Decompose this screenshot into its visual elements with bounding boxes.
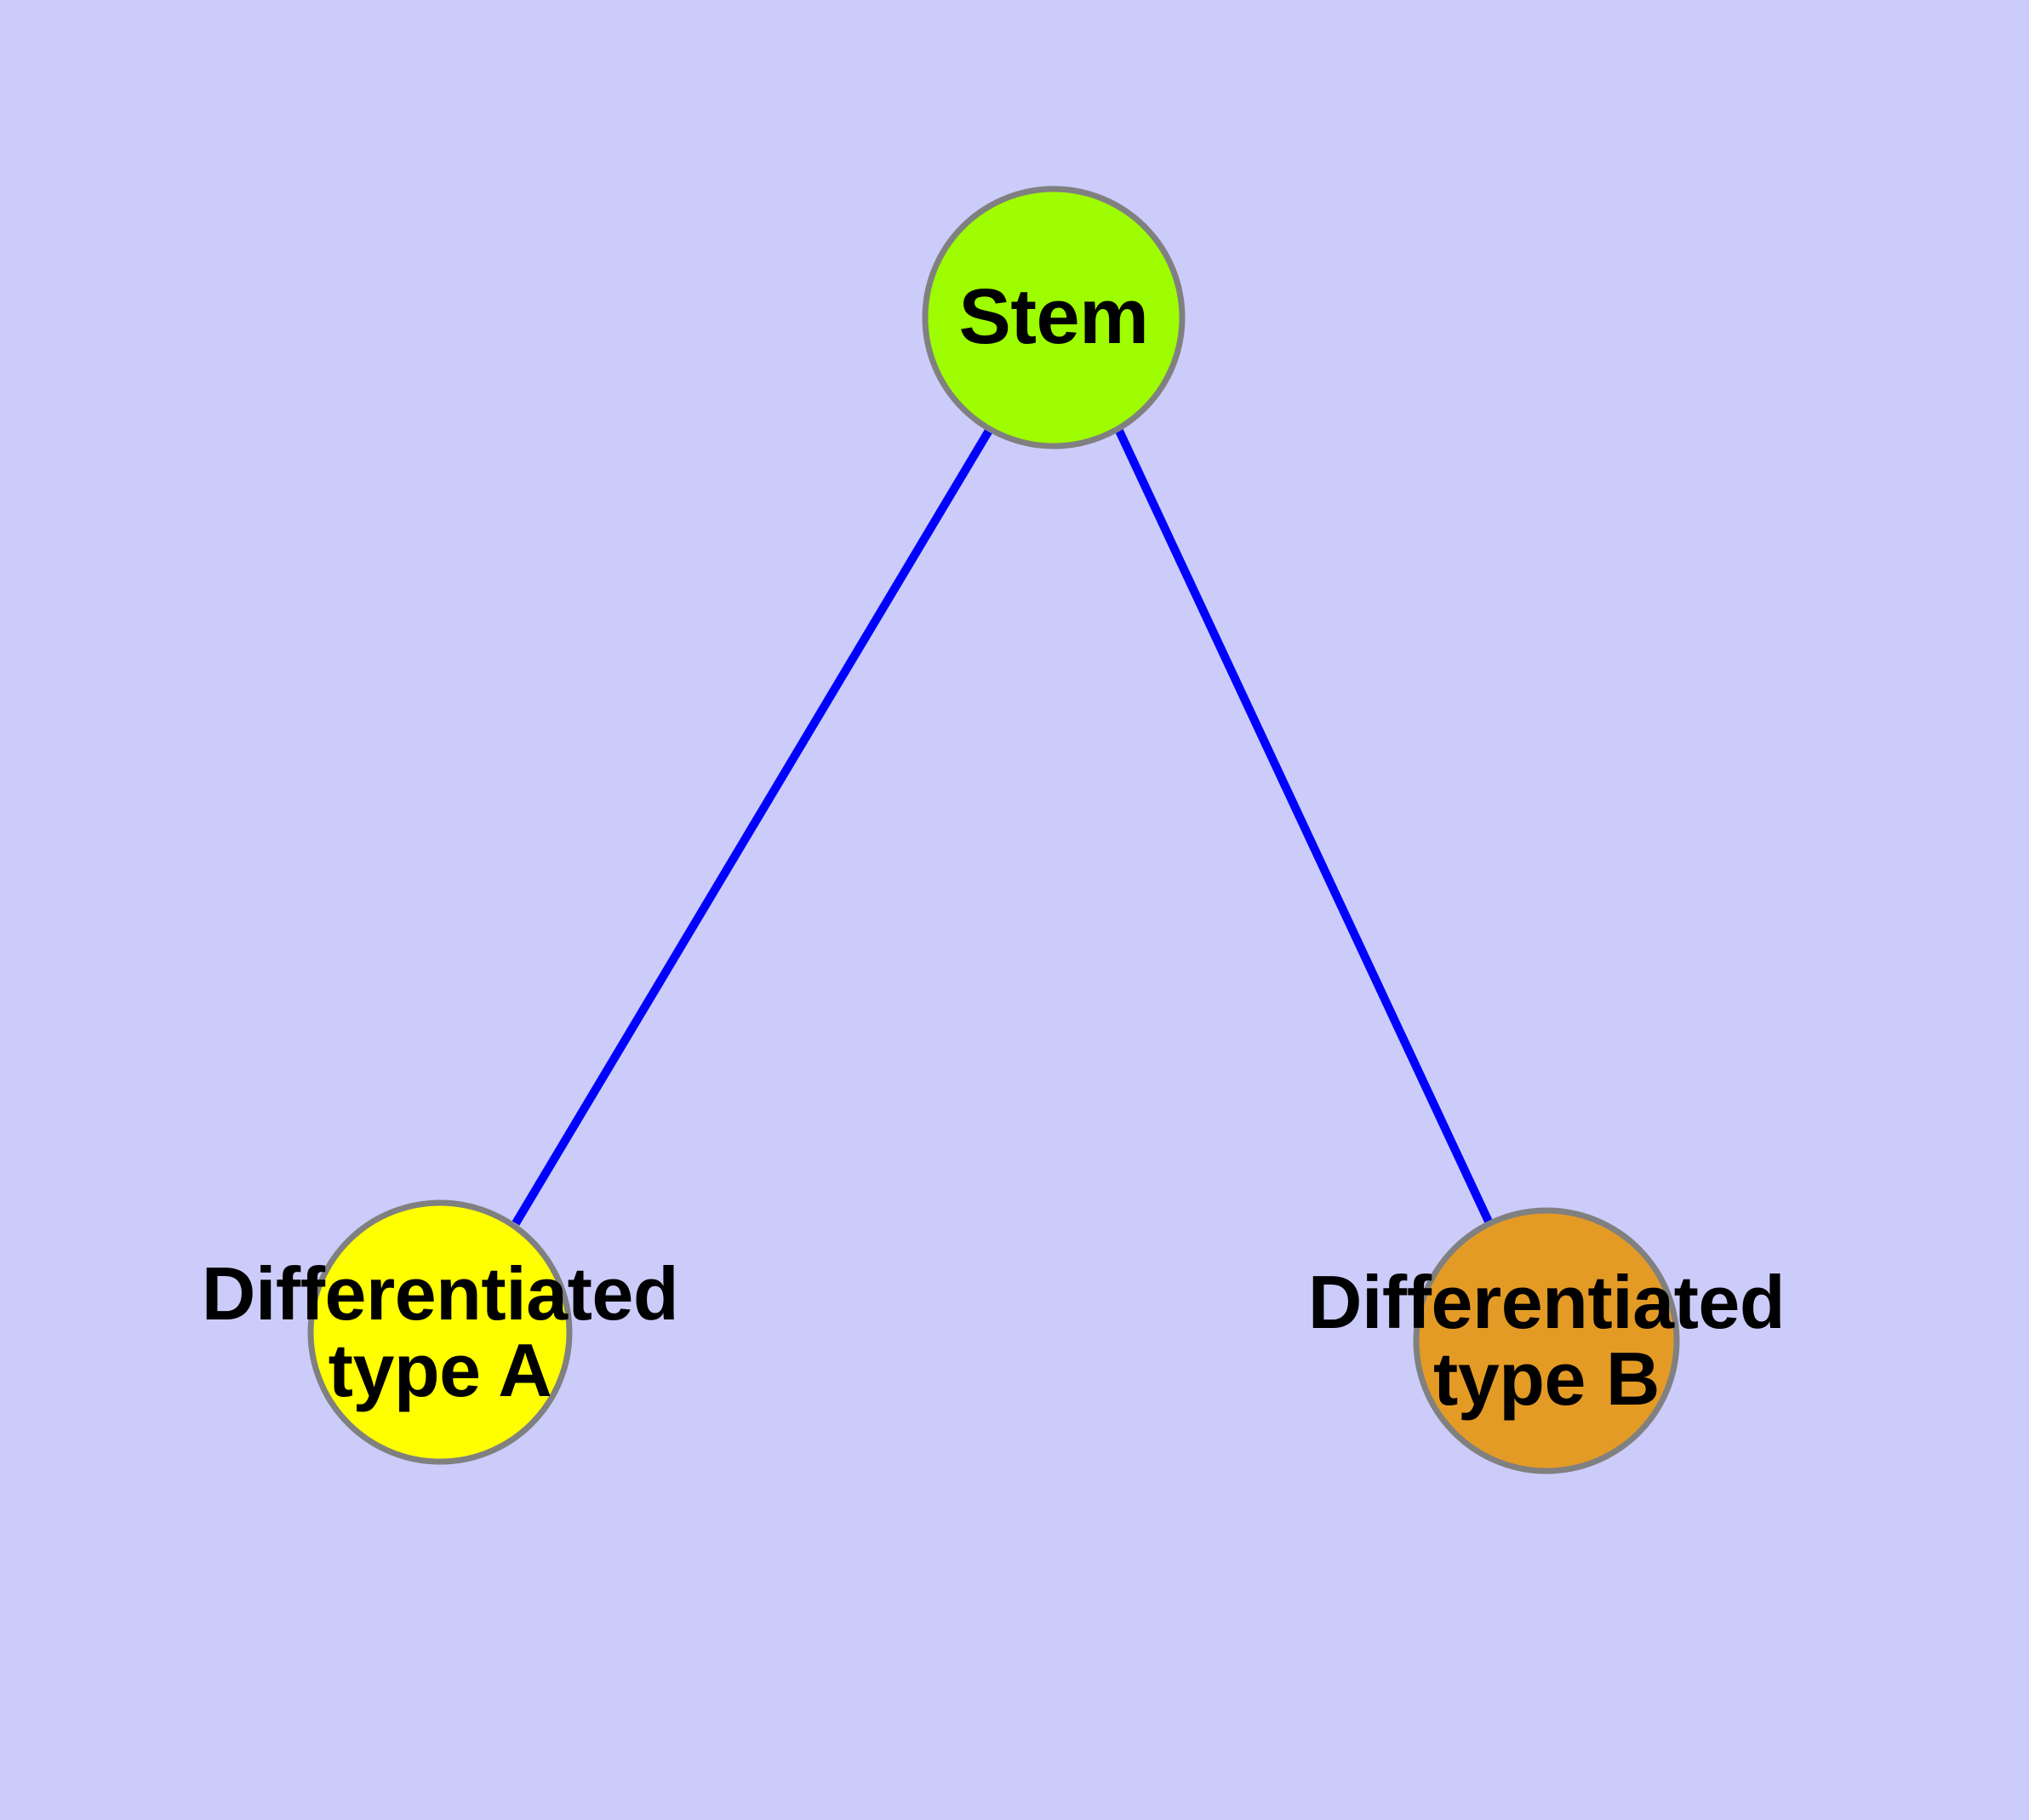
graph-edge-stem-to-diff-a[interactable] bbox=[512, 426, 994, 1226]
graph-node-diff-a[interactable] bbox=[307, 1199, 573, 1465]
graph-edge-stem-to-diff-b[interactable] bbox=[1115, 428, 1494, 1226]
graph-node-stem[interactable] bbox=[922, 186, 1186, 449]
edge-layer bbox=[512, 426, 1494, 1226]
node-layer bbox=[307, 186, 1680, 1474]
graph-node-diff-b[interactable] bbox=[1413, 1207, 1680, 1474]
